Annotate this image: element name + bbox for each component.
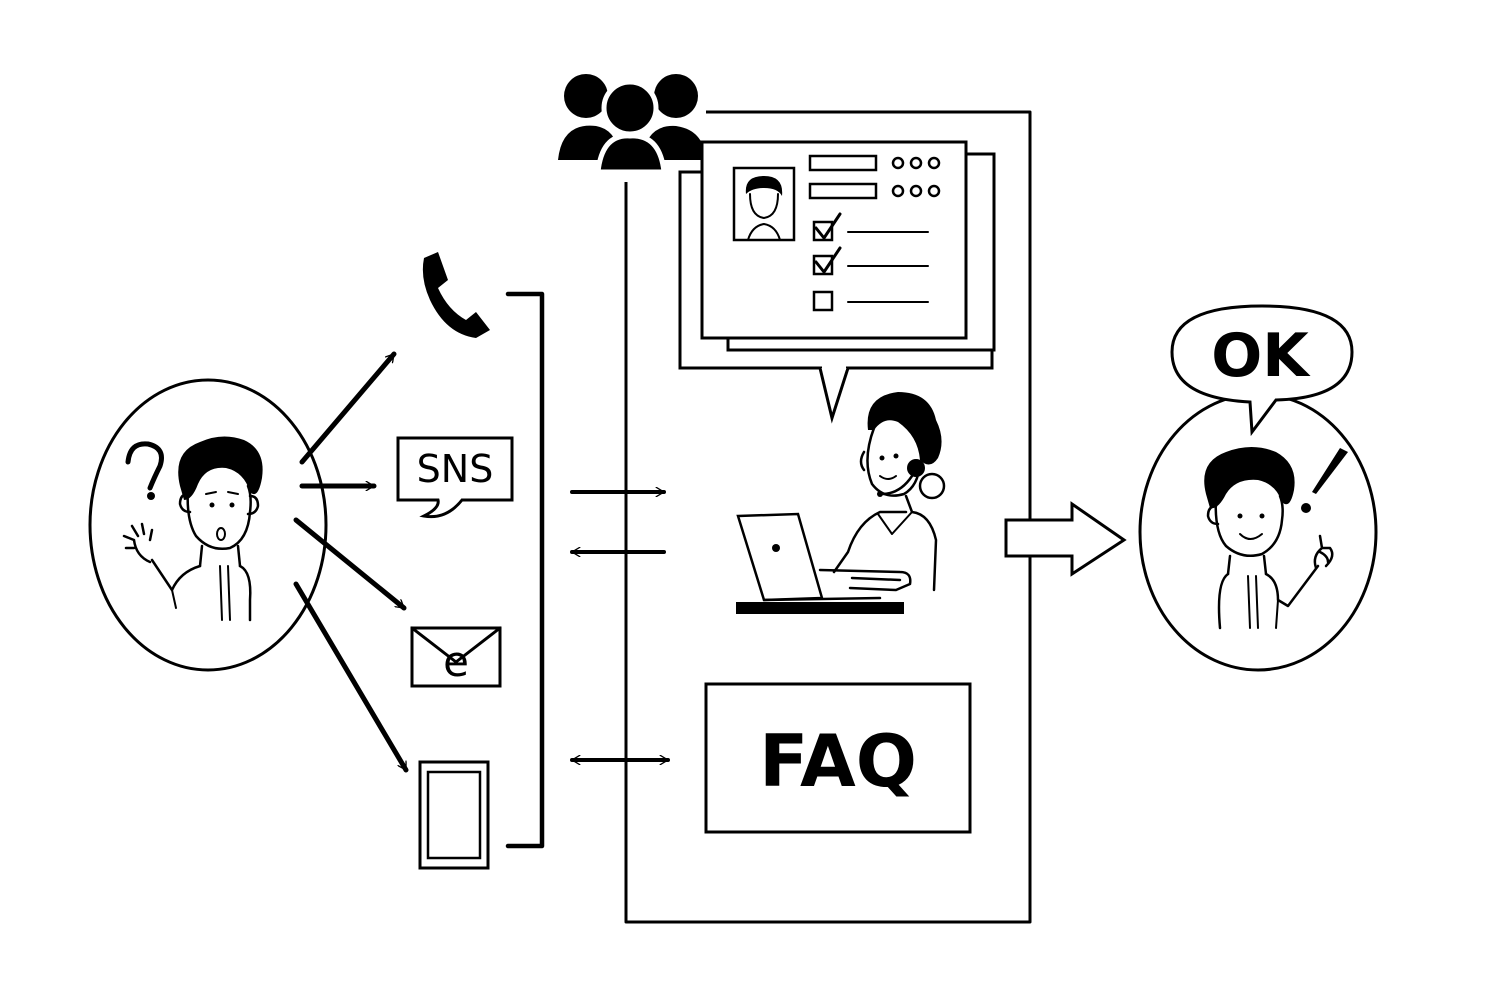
checkbox-checked	[812, 212, 929, 242]
customer-record-form-icon	[678, 140, 996, 424]
email-label: e	[443, 637, 469, 686]
ok-label: OK	[1211, 321, 1311, 391]
resolved-customer: OK	[1138, 304, 1378, 672]
faq-box: FAQ	[704, 682, 972, 834]
resolution-arrow	[1004, 501, 1127, 577]
ok-speech-bubble: OK	[1170, 304, 1354, 437]
speech-bubble-icon	[396, 436, 514, 519]
team-group-icon	[556, 64, 706, 182]
support-center-frame	[624, 110, 1032, 924]
smartphone-icon	[418, 760, 490, 870]
exclamation-mark-icon	[1301, 448, 1348, 513]
faq-label: FAQ	[759, 719, 917, 803]
envelope-icon	[410, 626, 502, 688]
confused-customer	[88, 378, 328, 672]
sns-channel: SNS	[396, 436, 514, 519]
contact-arrows	[293, 351, 409, 773]
checkbox-checked	[812, 246, 929, 276]
phone-icon	[422, 252, 490, 338]
email-channel: e	[410, 626, 502, 688]
sns-label: SNS	[417, 447, 494, 491]
operator-headset-icon	[736, 392, 946, 614]
channels-bracket	[505, 291, 545, 849]
checkbox-unchecked	[812, 290, 929, 312]
exchange-arrows	[570, 492, 670, 760]
dots-icon	[891, 156, 941, 198]
question-mark-icon	[125, 441, 164, 500]
